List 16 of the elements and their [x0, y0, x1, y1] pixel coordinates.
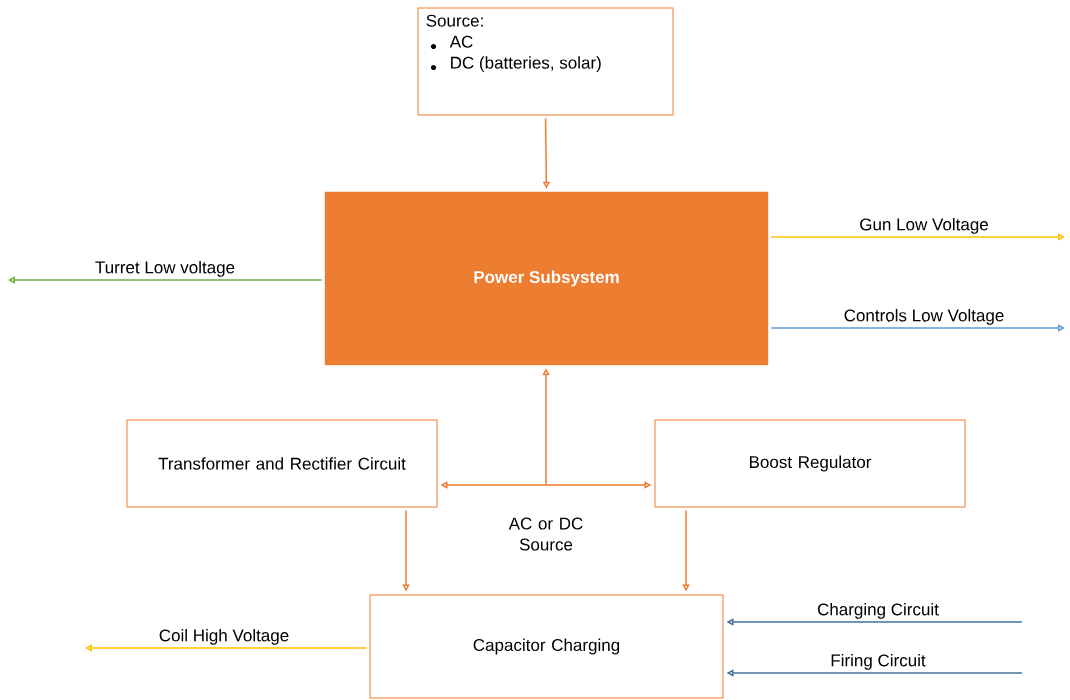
arrow: [770, 324, 1065, 332]
edge-label: Controls Low Voltage: [841, 306, 1007, 327]
arrow: [770, 233, 1065, 241]
edge-label: Gun Low Voltage: [857, 215, 991, 236]
source-note: AC or DC Source: [508, 517, 583, 551]
circuit-box: Transformer and Rectifier Circuit: [126, 419, 438, 508]
subsystem-box: Power Subsystem: [324, 191, 769, 366]
regulator-box: Boost Regulator: [654, 419, 966, 508]
edge-label: Charging Circuit: [815, 600, 941, 621]
source-box: Source: AC DC (batteries, solar): [417, 7, 674, 116]
arrow: [8, 276, 323, 284]
arrow: [85, 644, 368, 652]
charging-box: Capacitor Charging: [369, 594, 724, 699]
edge-label: Coil High Voltage: [156, 626, 292, 647]
edge-label: Firing Circuit: [828, 651, 928, 672]
edge-label: Turret Low voltage: [92, 258, 238, 279]
